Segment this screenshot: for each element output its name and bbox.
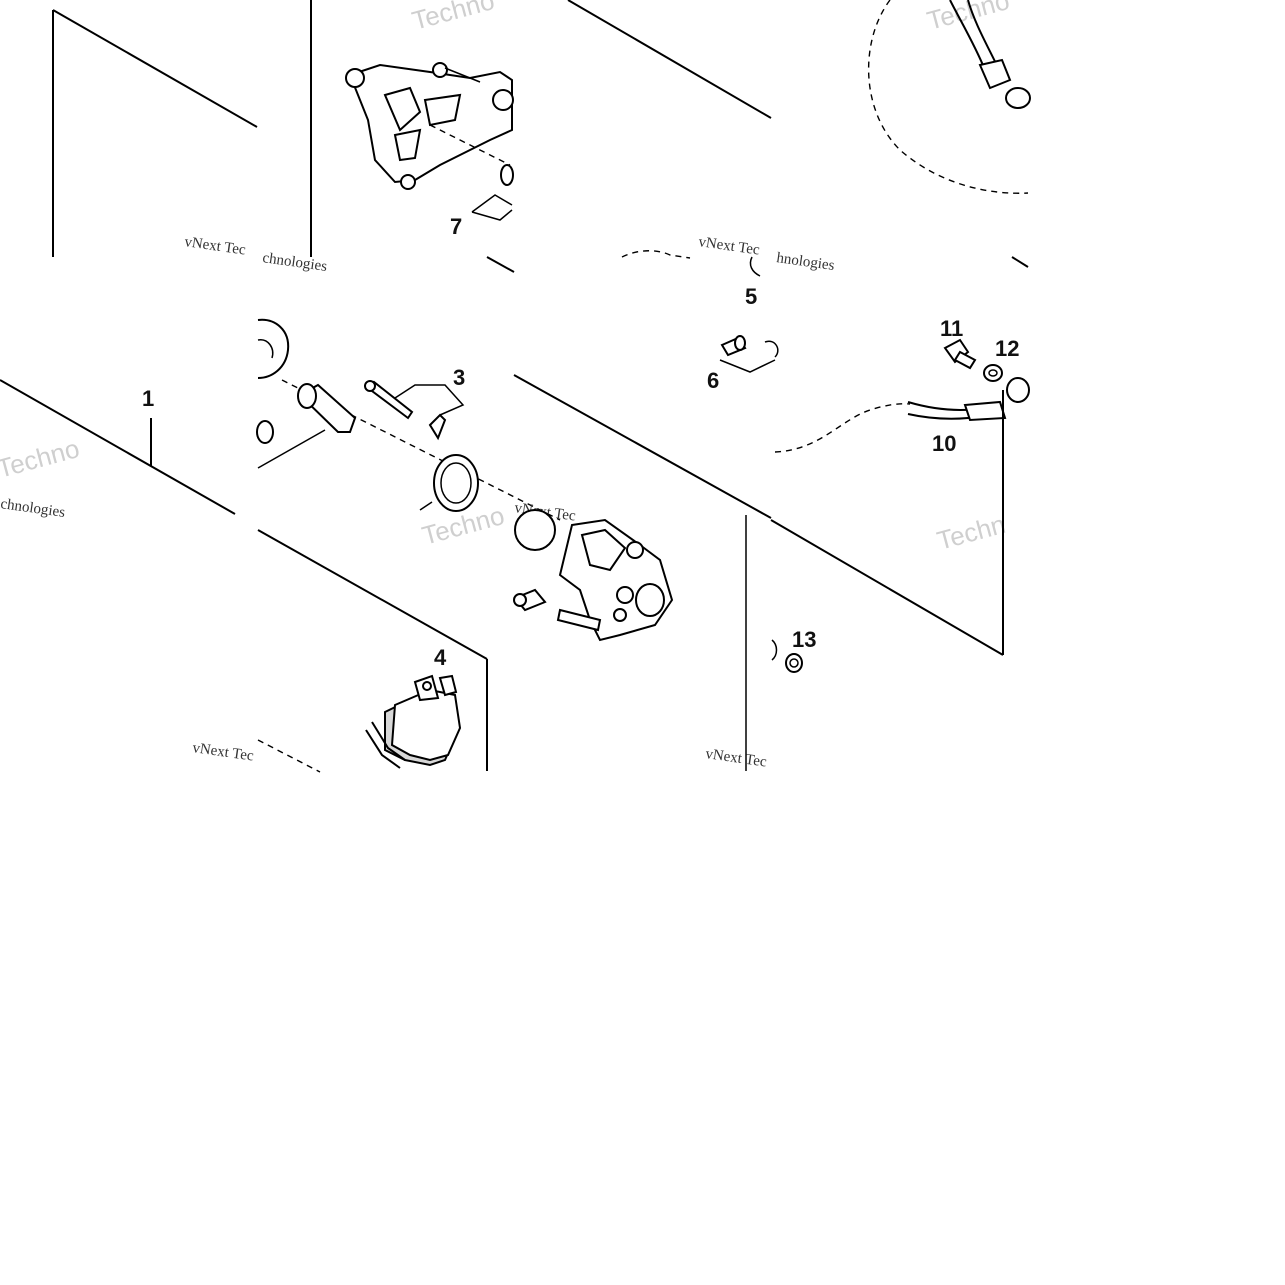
callout-11: 11 [940,316,963,341]
border-line [0,379,236,515]
tile-middle: 3 Techno [256,318,561,660]
bolt-end [500,164,514,186]
axis-line [281,379,561,521]
leader-bracket [471,194,513,213]
guide-pin [297,383,357,433]
border-line [513,374,772,519]
caliper-body [556,518,674,642]
watermark-text: chnologies [0,496,66,521]
tile-top-left: vNext Tec [52,9,258,259]
bleeder-screw [513,588,547,612]
bushing [256,420,274,444]
caliper-edge [257,339,274,359]
watermark-text: Techno [924,0,1013,36]
watermark-text: Techno [409,0,498,36]
watermark-text: vNext Tec [191,740,255,764]
axis-line [257,739,321,773]
caliper-edge [257,318,290,379]
watermark-text: vNext Tec [183,234,247,258]
watermark-text: Techn [934,509,1009,556]
watermark-text: vNext Tec [697,234,761,258]
washer-edge [771,639,778,661]
border-line [52,9,258,128]
tile-middle-right: 11 12 10 Techn 13 vNext Tec [704,316,1030,771]
callout-1: 1 [142,386,154,411]
tile-middle-left: 1 Techno chnologies [0,379,236,521]
pin-clip [428,413,447,441]
watermark-text: hnologies [775,250,835,274]
callout-12: 12 [995,336,1019,361]
brake-hose-lower [907,377,1030,422]
callout-4: 4 [434,645,447,670]
watermark-text: chnologies [261,250,328,275]
leader-bracket [394,384,465,416]
brake-line-dashed [621,250,691,259]
callout-7: 7 [450,214,462,239]
bleeder-valve [720,335,747,357]
border-line [486,256,515,273]
banjo-bolt [943,338,977,370]
brake-line-dashed [774,403,911,453]
leader-line [419,501,433,511]
callout-6: 6 [707,368,719,393]
watermark-text: vNext Tec [704,746,768,770]
leader-line [257,429,326,469]
tile-top-right: Techno hnologies [775,0,1031,274]
piston-seal [433,454,479,512]
brake-pads [365,674,462,769]
hose-clip [749,256,761,277]
border-line [770,519,1004,656]
caliper-bracket [345,62,514,190]
border-line [1011,256,1029,268]
callout-13: 13 [792,627,816,652]
pin-bolt [364,380,414,420]
border-line [257,529,488,660]
sealing-washer [983,364,1003,382]
axis-line [429,124,511,166]
bleeder-cap [764,340,779,358]
watermark-text: Techno [0,433,83,484]
border-line [567,0,772,119]
brake-hose-upper [949,0,1031,109]
callout-5: 5 [745,284,757,309]
leader-bracket [471,209,513,221]
callout-10: 10 [932,431,956,456]
brake-line-dashed [868,0,1029,194]
callout-3: 3 [453,365,465,390]
piston [514,509,556,551]
tile-top-right-middle: vNext Tec [567,0,772,277]
tile-lower-middle: 4 vNext Tec [191,645,488,773]
tile-middle-right-middle: 5 6 vNext Tec [513,284,779,771]
leader-bracket [719,359,776,373]
sealing-washer [785,653,803,673]
tile-top-middle: Techno 7 chnologies [261,0,515,275]
